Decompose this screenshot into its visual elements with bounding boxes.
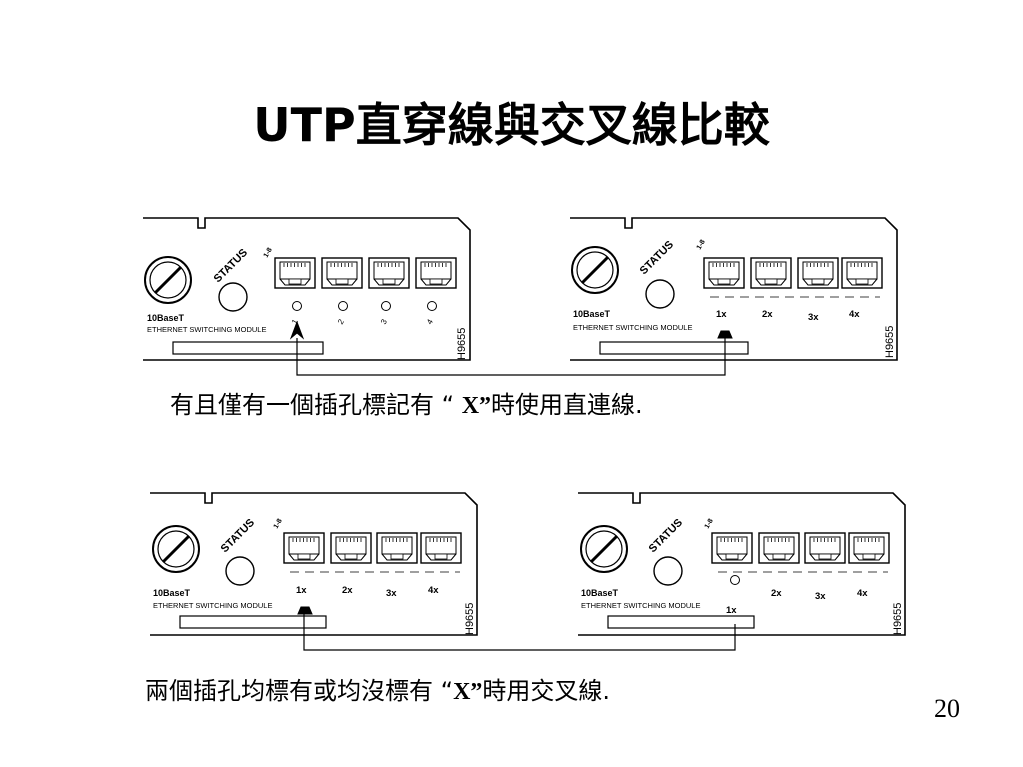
status-label: STATUS — [219, 517, 257, 555]
status-label: STATUS — [647, 517, 685, 555]
port-label: 3 — [379, 317, 389, 326]
port-label: 2 — [336, 317, 346, 326]
caption-text: 時用交叉線. — [482, 677, 611, 705]
port-label: 4x — [849, 309, 860, 320]
base-label: 10BaseT — [147, 313, 185, 323]
port-label: 4x — [428, 585, 439, 596]
figure-id-label: H9655 — [892, 603, 904, 635]
port-label: 1 — [290, 317, 300, 326]
module-name-label: ETHERNET SWITCHING MODULE — [581, 601, 700, 610]
module-top-left: STATUS 1-8 10BaseT ETHERNET SWITCHING MO… — [143, 217, 471, 361]
port-label: 2x — [771, 588, 782, 599]
port-label: 2x — [762, 309, 773, 320]
crossover-cable — [303, 614, 736, 651]
figure-id-label: H9655 — [884, 326, 896, 358]
caption-text: 兩個插孔均標有或均沒標有 “ — [145, 677, 454, 705]
straight-through-cable — [296, 338, 726, 376]
status-label: STATUS — [212, 247, 250, 285]
port-label: 2x — [342, 585, 353, 596]
port-label: 1x — [726, 605, 737, 616]
figure-id-label: H9655 — [456, 328, 468, 360]
slide-title: UTP直穿線與交叉線比較 — [253, 98, 770, 152]
port-label: 3x — [386, 588, 397, 599]
range-label: 1-8 — [263, 247, 274, 259]
straight-through-caption: 有且僅有一個插孔標記有 “ X”時使用直連線. — [170, 390, 643, 421]
cable-plug-icon — [717, 330, 733, 339]
caption-text: 有且僅有一個插孔標記有 “ — [170, 391, 462, 419]
port-label: 4 — [425, 317, 435, 326]
status-label: STATUS — [638, 239, 676, 277]
port-label: 3x — [808, 312, 819, 323]
caption-x-mark: X” — [461, 393, 492, 419]
module-top-right: STATUS 1-8 10BaseT ETHERNET SWITCHING MO… — [570, 217, 898, 361]
module-name-label: ETHERNET SWITCHING MODULE — [147, 325, 266, 334]
figure-id-label: H9655 — [464, 603, 476, 635]
page-number: 20 — [934, 694, 960, 723]
range-label: 1-8 — [696, 239, 707, 251]
base-label: 10BaseT — [581, 588, 619, 598]
range-label: 1-8 — [704, 518, 715, 530]
port-label: 4x — [857, 588, 868, 599]
crossover-caption: 兩個插孔均標有或均沒標有 “X”時用交叉線. — [145, 676, 610, 707]
base-label: 10BaseT — [573, 309, 611, 319]
port-label: 3x — [815, 591, 826, 602]
module-bottom-right: STATUS 1-8 10BaseT ETHERNET SWITCHING MO… — [578, 492, 906, 636]
range-label: 1-8 — [273, 518, 284, 530]
port-label: 1x — [716, 309, 727, 320]
caption-x-mark: X” — [453, 679, 483, 705]
base-label: 10BaseT — [153, 588, 191, 598]
module-name-label: ETHERNET SWITCHING MODULE — [153, 601, 272, 610]
cable-plug-icon — [289, 320, 305, 340]
cable-plug-icon — [297, 606, 313, 615]
module-name-label: ETHERNET SWITCHING MODULE — [573, 323, 692, 332]
caption-text: 時使用直連線. — [491, 391, 643, 419]
port-label: 1x — [296, 585, 307, 596]
module-bottom-left: STATUS 1-8 10BaseT ETHERNET SWITCHING MO… — [150, 492, 478, 636]
